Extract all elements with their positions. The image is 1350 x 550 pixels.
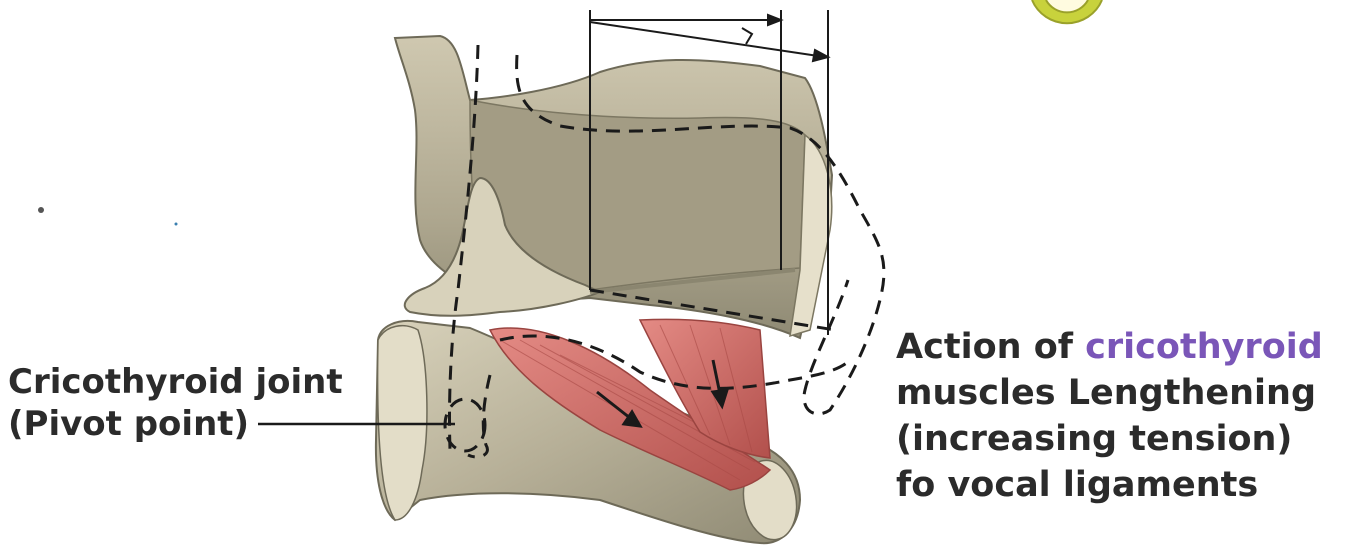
joint-label-line1: Cricothyroid joint <box>8 361 343 403</box>
speck <box>38 207 44 213</box>
action-prefix: Action of <box>896 327 1085 367</box>
action-accent-term: cricothyroid <box>1085 327 1323 367</box>
action-label-line1: Action of cricothyroid <box>896 324 1323 370</box>
cricothyroid-joint-label: Cricothyroid joint (Pivot point) <box>8 361 343 445</box>
speck <box>175 223 178 226</box>
action-label-line3: (increasing tension) <box>896 416 1323 462</box>
lengthening-arrow-icon <box>742 28 752 44</box>
joint-label-line2: (Pivot point) <box>8 403 343 445</box>
badge-icon <box>1032 0 1102 23</box>
action-label-line2: muscles Lengthening <box>896 370 1323 416</box>
action-description-label: Action of cricothyroid muscles Lengtheni… <box>896 324 1323 508</box>
action-label-line4: fo vocal ligaments <box>896 462 1323 508</box>
